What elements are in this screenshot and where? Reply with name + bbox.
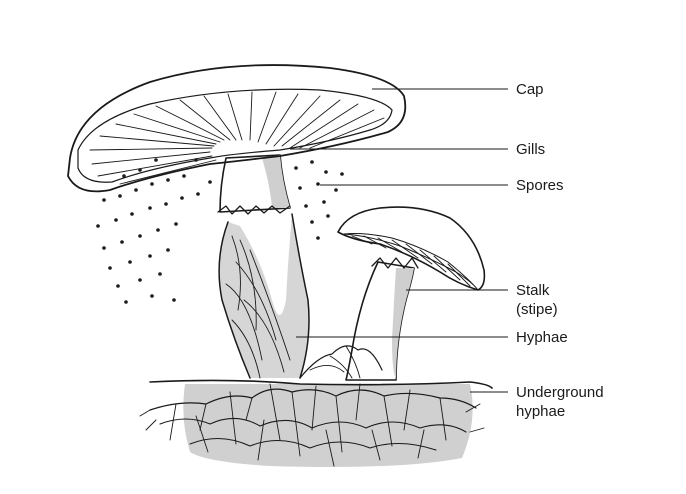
soil-area: [149, 379, 493, 467]
label-underground-hyphae: hyphae: [516, 403, 565, 420]
label-stalk: Stalk: [516, 282, 550, 299]
label-underground: Underground: [516, 384, 604, 401]
large-stalk: [217, 154, 310, 379]
label-spores: Spores: [516, 177, 564, 194]
hyphae-network: [299, 345, 383, 379]
label-stipe: (stipe): [516, 301, 558, 318]
label-hyphae: Hyphae: [516, 329, 568, 346]
leader-lines: [290, 88, 508, 393]
spores-dots: [96, 158, 344, 304]
underground-hyphae: [139, 383, 485, 467]
large-cap: [67, 64, 407, 193]
small-mushroom: [337, 206, 486, 381]
label-cap: Cap: [516, 81, 544, 98]
labels: Cap Gills Spores Stalk (stipe) Hyphae Un…: [516, 81, 604, 420]
label-gills: Gills: [516, 141, 545, 158]
